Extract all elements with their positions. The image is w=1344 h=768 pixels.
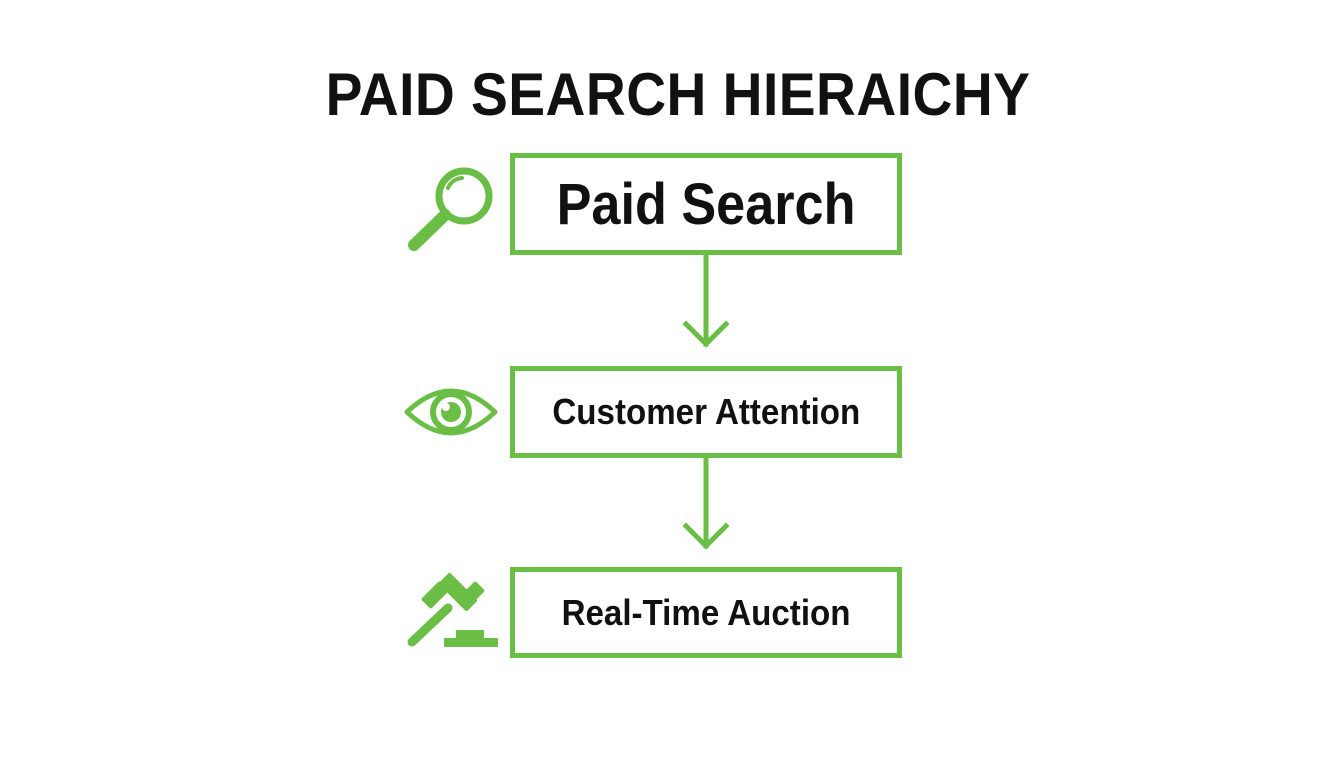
eye-icon (404, 388, 498, 436)
diagram-title: PAID SEARCH HIERAICHY (325, 61, 1031, 128)
node-customer-attention: Customer Attention (510, 366, 902, 458)
node-label-customer-attention: Customer Attention (552, 391, 860, 432)
magnifier-icon (408, 167, 493, 251)
arrowhead-2 (682, 522, 730, 550)
node-real-time-auction: Real-Time Auction (510, 567, 902, 658)
node-label-real-time-auction: Real-Time Auction (561, 591, 851, 633)
node-label-paid-search: Paid Search (556, 171, 856, 237)
arrowhead-1 (682, 320, 730, 348)
node-paid-search: Paid Search (510, 153, 902, 255)
gavel-icon (407, 573, 498, 647)
